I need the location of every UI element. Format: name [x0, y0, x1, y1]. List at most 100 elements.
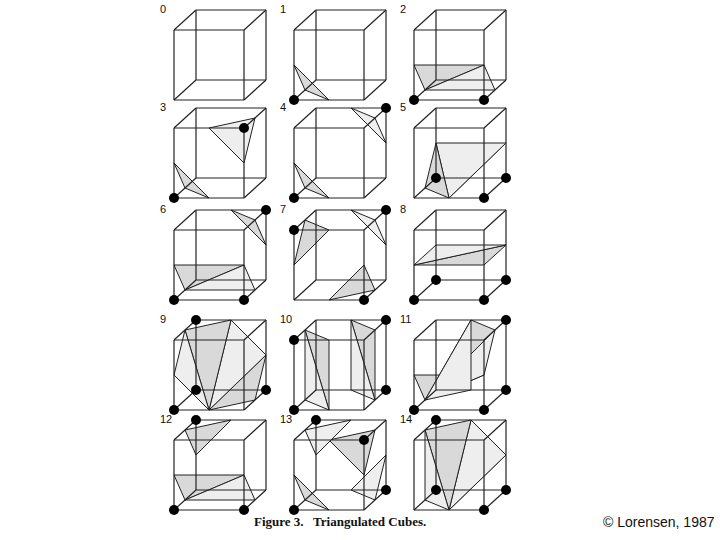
marked-vertex — [381, 103, 391, 113]
cube-edge — [364, 178, 386, 198]
case-number: 5 — [400, 101, 406, 113]
cube-edge — [173, 128, 174, 198]
triangle — [305, 420, 351, 455]
cube-edge — [436, 319, 506, 320]
case-number: 14 — [400, 413, 412, 425]
copyright-note: © Lorensen, 1987 — [603, 515, 715, 530]
triangulated-cube — [289, 205, 391, 305]
cube-edge — [294, 339, 364, 340]
cube-edge — [414, 299, 484, 300]
triangulated-cube — [169, 415, 266, 515]
triangle — [351, 320, 375, 400]
cube-edge — [483, 30, 484, 100]
cube-edge — [316, 79, 386, 80]
triangle — [294, 220, 329, 265]
cube-edge — [316, 209, 386, 210]
triangulated-cube — [169, 315, 271, 415]
cube-edge — [505, 210, 506, 280]
marked-vertex — [479, 193, 489, 203]
cube-edge — [414, 320, 436, 340]
cube-edge — [265, 320, 266, 390]
triangle — [414, 245, 506, 265]
marked-vertex — [289, 193, 299, 203]
case-number: 12 — [160, 413, 172, 425]
cube-edge — [293, 128, 294, 198]
triangle — [305, 330, 329, 410]
cube-edge — [174, 409, 244, 410]
triangle — [425, 143, 449, 198]
marked-vertex — [191, 415, 201, 425]
cube-edge — [294, 509, 364, 510]
cube-edge — [385, 108, 386, 178]
cube-edge — [174, 80, 196, 100]
cube-edge — [293, 340, 294, 410]
cube-edge — [174, 127, 244, 128]
marked-vertex — [501, 315, 511, 325]
cube-edge — [315, 320, 316, 390]
cube-edge — [414, 10, 436, 30]
cube-edge — [316, 319, 386, 320]
triangulated-cube — [174, 10, 266, 100]
cube-edge — [196, 319, 266, 320]
marked-vertex — [381, 205, 391, 215]
cube-edge — [243, 30, 244, 100]
cube-edge — [195, 10, 196, 80]
marked-vertex — [431, 275, 441, 285]
marked-vertex — [289, 335, 299, 345]
cube-edge — [414, 210, 436, 230]
triangulated-cube — [289, 10, 386, 105]
marked-vertex — [289, 505, 299, 515]
cube-edge — [294, 10, 316, 30]
cube-edge — [244, 420, 266, 440]
cube-edge — [265, 108, 266, 178]
cube-edge — [385, 210, 386, 280]
case-number: 3 — [160, 101, 166, 113]
case-number: 7 — [280, 203, 286, 215]
cube-edge — [414, 108, 436, 128]
cube-edge — [174, 108, 196, 128]
cube-edge — [414, 127, 484, 128]
marked-vertex — [239, 295, 249, 305]
cube-edge — [174, 339, 244, 340]
cube-edge — [505, 10, 506, 80]
triangulated-cube — [414, 415, 511, 515]
cube-edge — [414, 99, 484, 100]
cube-edge — [363, 30, 364, 100]
cube-edge — [244, 320, 266, 340]
cube-edge — [244, 10, 266, 30]
cube-edge — [173, 30, 174, 100]
cube-edge — [196, 489, 266, 490]
figure-caption: Figure 3. Triangulated Cubes. — [254, 515, 426, 529]
cube-edge — [436, 279, 506, 280]
cube-edge — [316, 489, 386, 490]
cube-edge — [436, 177, 506, 178]
case-number: 0 — [160, 3, 166, 15]
marked-vertex — [409, 95, 419, 105]
triangulated-cube — [409, 315, 511, 415]
cube-edge — [414, 29, 484, 30]
cube-edge — [174, 229, 244, 230]
cube-edge — [483, 340, 484, 410]
cube-edge — [363, 128, 364, 198]
triangle — [174, 330, 209, 410]
case-number: 8 — [400, 203, 406, 215]
marked-vertex — [479, 505, 489, 515]
cube-edge — [436, 9, 506, 10]
triangulated-cube — [289, 415, 391, 515]
cube-edge — [294, 409, 364, 410]
cube-edge — [243, 440, 244, 510]
marked-vertex — [169, 505, 179, 515]
cube-edge — [483, 440, 484, 510]
cube-edge — [174, 10, 196, 30]
cube-edge — [435, 420, 436, 490]
cube-edge — [174, 99, 244, 100]
triangulated-cube — [289, 103, 391, 203]
triangle — [231, 210, 266, 245]
marked-vertex — [479, 405, 489, 415]
triangle — [174, 163, 209, 198]
triangle — [294, 163, 329, 198]
marked-vertex — [501, 275, 511, 285]
cube-edge — [413, 440, 414, 510]
cube-edge — [414, 339, 484, 340]
